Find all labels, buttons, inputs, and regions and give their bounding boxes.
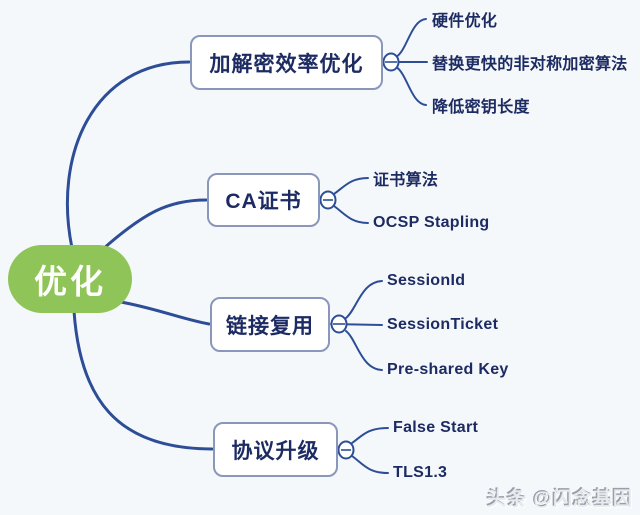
connector-branch-4-leaf-2	[351, 455, 389, 474]
branch-node-label: 链接复用	[226, 314, 314, 338]
leaf-node-certificate-algorithm[interactable]: 证书算法	[373, 172, 439, 189]
collapse-toggle-branch-3[interactable]	[330, 314, 348, 334]
branch-node-protocol-upgrade[interactable]: 协议升级	[213, 422, 338, 477]
branch-node-label: CA证书	[225, 190, 302, 213]
collapse-toggle-branch-1[interactable]	[382, 52, 400, 72]
connector-branch-2-leaf-1	[333, 177, 369, 195]
root-node-label: 优化	[34, 263, 106, 300]
leaf-node-ocsp-stapling[interactable]: OCSP Stapling	[373, 214, 490, 231]
leaf-node-hardware-optimization[interactable]: 硬件优化	[432, 13, 498, 30]
leaf-node-reduce-key-length[interactable]: 降低密钥长度	[432, 99, 530, 116]
connector-branch-4-leaf-1	[351, 427, 389, 444]
branch-node-ca-certificate[interactable]: CA证书	[207, 173, 320, 227]
connector-root-to-branch-1	[65, 60, 191, 250]
leaf-node-pre-shared-key[interactable]: Pre-shared Key	[387, 361, 509, 378]
connector-branch-3-leaf-1	[345, 280, 383, 319]
watermark: 头条 @闪念基因	[487, 489, 633, 510]
connector-branch-1-leaf-1	[395, 18, 427, 58]
connector-root-to-branch-4	[72, 309, 214, 451]
branch-node-connection-reuse[interactable]: 链接复用	[210, 297, 330, 352]
collapse-toggle-branch-2[interactable]	[319, 190, 337, 210]
collapse-toggle-branch-4[interactable]	[337, 440, 355, 460]
branch-node-label: 加解密效率优化	[209, 52, 364, 76]
branch-node-label: 协议升级	[231, 439, 320, 463]
connector-branch-3-leaf-3	[345, 330, 383, 371]
connector-root-to-branch-3	[119, 300, 211, 326]
leaf-node-false-start[interactable]: False Start	[393, 419, 479, 436]
connector-branch-2-leaf-2	[333, 205, 369, 224]
leaf-node-tls13[interactable]: TLS1.3	[393, 464, 448, 481]
connector-branch-1-leaf-3	[395, 66, 427, 106]
connector-root-to-branch-2	[101, 198, 208, 251]
root-node[interactable]: 优化	[8, 245, 132, 313]
branch-node-encryption-efficiency[interactable]: 加解密效率优化	[190, 35, 383, 90]
leaf-node-faster-asymmetric-algorithm[interactable]: 替换更快的非对称加密算法	[432, 56, 628, 73]
leaf-node-session-id[interactable]: SessionId	[387, 272, 466, 289]
leaf-node-session-ticket[interactable]: SessionTicket	[387, 316, 499, 333]
